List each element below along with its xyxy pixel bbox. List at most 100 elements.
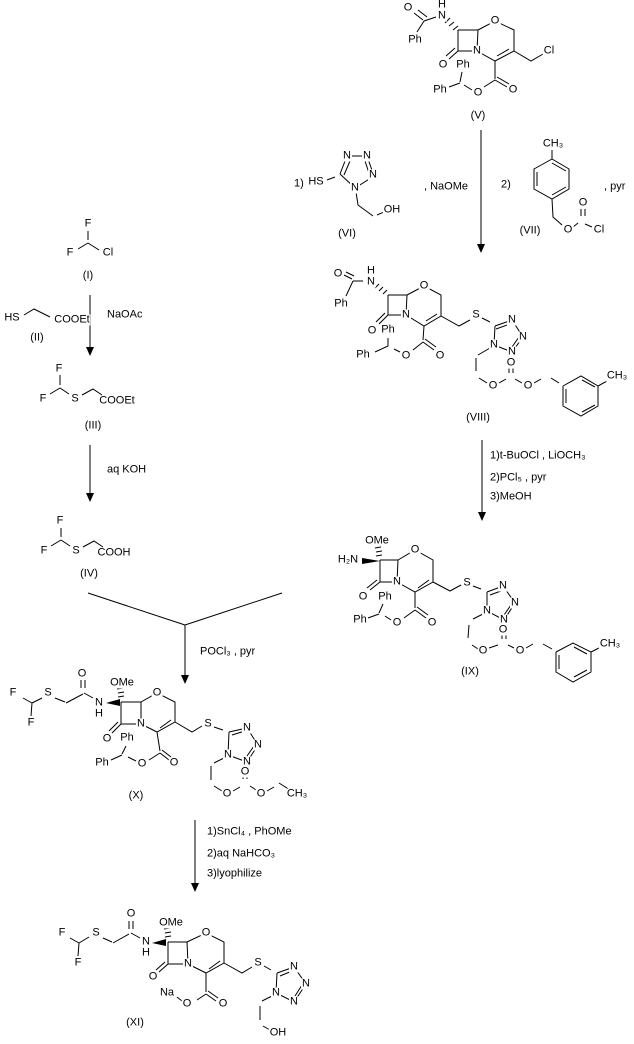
atom-label-XI: H [141, 946, 151, 959]
atom-label-IX: N [499, 613, 509, 626]
atom-label-VIII: O [434, 349, 446, 362]
atom-label-IX: O [357, 590, 369, 603]
atom-label-IV: F [55, 514, 65, 527]
atom-label-IV: F [39, 544, 49, 557]
compound-caption-VI: (VI) [337, 227, 357, 240]
atom-label-III: F [38, 392, 48, 405]
atom-label-IX: CH₃ [598, 637, 622, 650]
atom-label-VII: CH₃ [541, 137, 565, 150]
arrow-naoac [86, 295, 94, 356]
atom-label-VI: N [350, 181, 360, 194]
structure-I-skeleton [77, 231, 100, 251]
atom-label-XI: F [57, 926, 67, 939]
atom-label-X: N [242, 721, 252, 734]
atom-label-VIII: Ph [333, 297, 349, 310]
atom-label-VIII: N [518, 330, 528, 343]
atom-label-XI: Na [158, 986, 176, 999]
atom-label-VIII: Ph [355, 348, 371, 361]
atom-label-VIII: N [489, 338, 499, 351]
compound-caption-V: (V) [469, 109, 487, 122]
atom-label-VIII: H [366, 264, 376, 277]
atom-label-V: Ph [407, 33, 423, 46]
atom-label-V: O [507, 83, 519, 96]
atom-label-VIII: S [471, 308, 481, 321]
atom-label-XI: O [125, 907, 137, 920]
atom-label-III: F [54, 362, 64, 375]
atom-label-X: O [168, 756, 180, 769]
atom-label-V: O [489, 14, 501, 27]
atom-label-IX: H₂N [336, 553, 360, 566]
atom-label-II: COOEt [53, 313, 91, 326]
compound-caption-IV: (IV) [79, 567, 99, 580]
atom-label-X: O [76, 667, 88, 680]
atom-label-VIII: CH₃ [605, 369, 629, 382]
atom-label-X: H [94, 707, 104, 720]
atom-label-XI: N [271, 986, 281, 999]
atom-label-VIII: O [332, 267, 344, 280]
atom-label-X: O [239, 765, 251, 778]
atom-label-X: O [151, 686, 163, 699]
arrow-x-to-xi [191, 820, 199, 892]
structure-VII-skeleton [533, 150, 593, 228]
atom-label-X: Ph [119, 731, 135, 744]
atom-label-IX: N [392, 575, 402, 588]
structure-IX-skeleton [362, 546, 602, 683]
arrow-viii-to-ix [478, 440, 486, 521]
atom-label-V: Cl [542, 44, 556, 57]
atom-label-XI: OH [268, 1026, 288, 1039]
atom-label-IX: Ph [377, 590, 393, 603]
atom-label-XI: OMe [158, 916, 184, 929]
atom-label-X: O [136, 757, 148, 770]
atom-label-VII: O [577, 196, 589, 209]
atom-label-IX: O [514, 644, 526, 657]
atom-label-IV: COOH [96, 546, 132, 559]
atom-label-X: Ph [94, 756, 110, 769]
atom-label-XI: N [141, 935, 151, 948]
atom-label-IX: O [497, 623, 509, 636]
atom-label-IX: N [482, 604, 492, 617]
reagent-text: 3)MeOH [489, 490, 533, 503]
atom-label-VIII: O [418, 279, 430, 292]
reagent-text: 2) [500, 178, 512, 191]
compound-caption-III: (III) [83, 419, 103, 432]
structure-V-skeleton [413, 9, 544, 91]
atom-label-IV: S [71, 544, 81, 557]
atom-label-XI: S [91, 926, 101, 939]
atom-label-X: N [94, 696, 104, 709]
reagent-text: 1) [293, 177, 305, 190]
atom-label-XI: F [73, 956, 83, 969]
atom-label-IX: N [498, 579, 508, 592]
atom-label-X: S [203, 717, 213, 730]
atom-label-X: O [221, 787, 233, 800]
atom-label-X: F [8, 686, 18, 699]
structure-II-skeleton [23, 308, 51, 318]
structure-VIII-skeleton [343, 271, 610, 417]
structure-VI-skeleton [326, 155, 385, 217]
atom-label-V: O [437, 58, 449, 71]
atom-label-VII: Cl [592, 223, 606, 236]
compound-caption-X: (X) [127, 789, 145, 802]
atom-label-X: O [101, 732, 113, 745]
atom-label-VIII: O [487, 379, 499, 392]
reagent-text: 3)lyophilize [206, 867, 264, 880]
atom-label-IX: O [426, 616, 438, 629]
atom-label-XI: N [289, 960, 299, 973]
reagent-text: , pyr [603, 180, 627, 193]
atom-label-X: S [43, 686, 53, 699]
atom-label-V: N [437, 9, 447, 22]
atom-label-X: N [136, 717, 146, 730]
atom-label-VIII: O [366, 324, 378, 337]
atom-label-XI: O [181, 997, 193, 1010]
atom-label-VIII: N [507, 345, 517, 358]
atom-label-II: HS [3, 311, 21, 324]
arrow-koh [86, 445, 94, 502]
atom-label-VIII: O [522, 379, 534, 392]
atom-label-VII: O [562, 223, 574, 236]
atom-label-IX: O [477, 644, 489, 657]
atom-label-V: H [437, 0, 447, 11]
atom-label-V: O [402, 1, 414, 14]
atom-label-XI: O [147, 970, 159, 983]
atom-label-XI: N [301, 977, 311, 990]
